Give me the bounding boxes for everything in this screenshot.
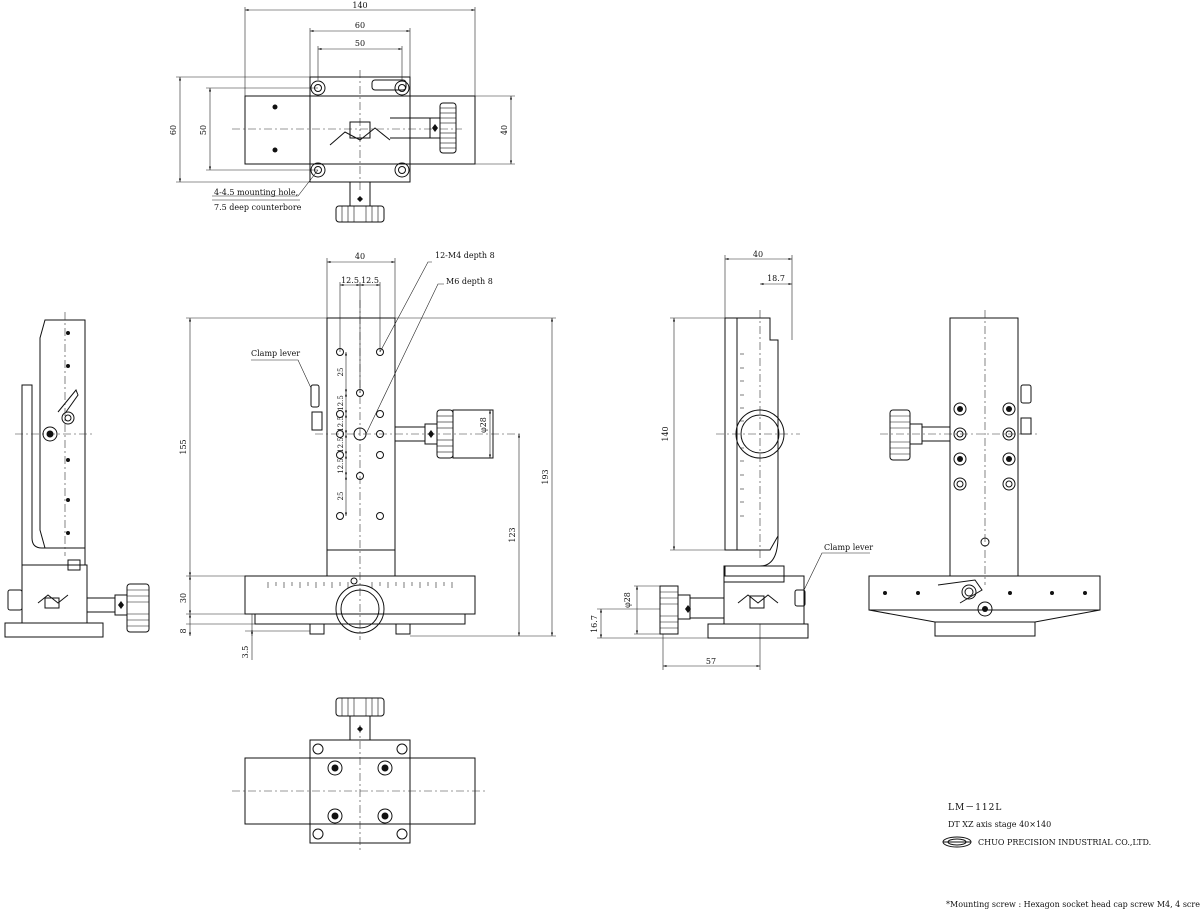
rear-hole-icon	[953, 402, 1016, 547]
right-view-side-knob-icon	[659, 585, 679, 635]
dim-front-40: 40	[355, 252, 365, 261]
dim-8: 8	[179, 628, 188, 633]
left-side-view	[4, 312, 150, 638]
dim-30: 30	[179, 593, 188, 603]
dim-side-40: 40	[753, 250, 763, 259]
rear-view-base	[868, 575, 1101, 611]
callout-m4: 12-M4 depth 8	[435, 251, 495, 260]
title-block: LM－112L DT XZ axis stage 40×140 CHUO PRE…	[942, 803, 1151, 848]
left-view-base	[21, 564, 88, 624]
callout-clamp-lever-side: Clamp lever	[824, 543, 873, 552]
bottom-view	[232, 697, 488, 852]
dim-vpitch-25a: 25	[337, 368, 345, 377]
front-view-base	[244, 575, 476, 615]
top-bottom-knob-icon	[335, 205, 385, 223]
dim-140: 140	[352, 1, 367, 10]
footnote: *Mounting screw : Hexagon socket head ca…	[946, 900, 1200, 909]
dim-knob-dia-front: φ28	[479, 417, 488, 433]
rear-view-plate	[949, 317, 1019, 577]
dim-side-140: 140	[661, 426, 670, 441]
company-logo-icon	[942, 836, 972, 848]
callout-mounting-hole-1: 4-4.5 mounting hole,	[214, 188, 298, 197]
model-number: LM－112L	[948, 803, 1002, 813]
top-knob-icon	[439, 102, 457, 154]
dim-vpitch-125d: 12.5	[337, 458, 345, 474]
rear-view	[868, 310, 1101, 637]
dim-side-18-7: 18.7	[767, 274, 785, 283]
right-view-plate	[724, 317, 779, 551]
company-name: CHUO PRECISION INDUSTRIAL CO.,LTD.	[978, 838, 1151, 847]
dim-50: 50	[355, 39, 365, 48]
dim-3-5: 3.5	[241, 646, 250, 659]
dim-pitch-b: 12.5	[361, 276, 379, 285]
dim-pitch-a: 12.5	[341, 276, 359, 285]
dim-side-knob-dia: φ28	[623, 592, 632, 608]
dim-vpitch-125b: 12.5	[337, 416, 345, 432]
top-view: 140 60 50 60 50 40 4-4.5 mounting hole, …	[169, 1, 515, 223]
rear-knob-icon	[889, 409, 911, 461]
dim-vpitch-25b: 25	[337, 492, 345, 501]
right-side-view: 40 18.7 140 φ28 16.7 57 Clamp lever	[590, 250, 873, 670]
callout-clamp-lever-front: Clamp lever	[251, 349, 300, 358]
bottom-knob-icon	[335, 697, 385, 717]
dim-60: 60	[355, 21, 365, 30]
callout-mounting-hole-2: 7.5 deep counterbore	[214, 203, 302, 212]
front-view: 40 12.5 12.5 155 193 123 φ28 30 8 3.5 25…	[179, 251, 556, 660]
right-view-knob-icon	[735, 409, 785, 459]
dim-155: 155	[179, 439, 188, 454]
top-view-body	[244, 95, 476, 165]
dim-side-57: 57	[706, 657, 716, 666]
bottom-hole-icon	[312, 743, 408, 840]
dim-height-60: 60	[169, 125, 178, 135]
stage-description: DT XZ axis stage 40×140	[948, 820, 1051, 829]
front-knob-icon	[335, 584, 385, 634]
dim-height-40: 40	[500, 125, 509, 135]
dim-123: 123	[508, 527, 517, 542]
callout-m6: M6 depth 8	[446, 277, 493, 286]
dim-height-50: 50	[199, 125, 208, 135]
dim-vpitch-125a: 12.5	[337, 395, 345, 411]
left-knob-icon	[126, 583, 150, 633]
dim-side-16-7: 16.7	[590, 615, 599, 633]
dim-vpitch-125c: 12.5	[337, 437, 345, 453]
dim-193: 193	[541, 469, 550, 484]
